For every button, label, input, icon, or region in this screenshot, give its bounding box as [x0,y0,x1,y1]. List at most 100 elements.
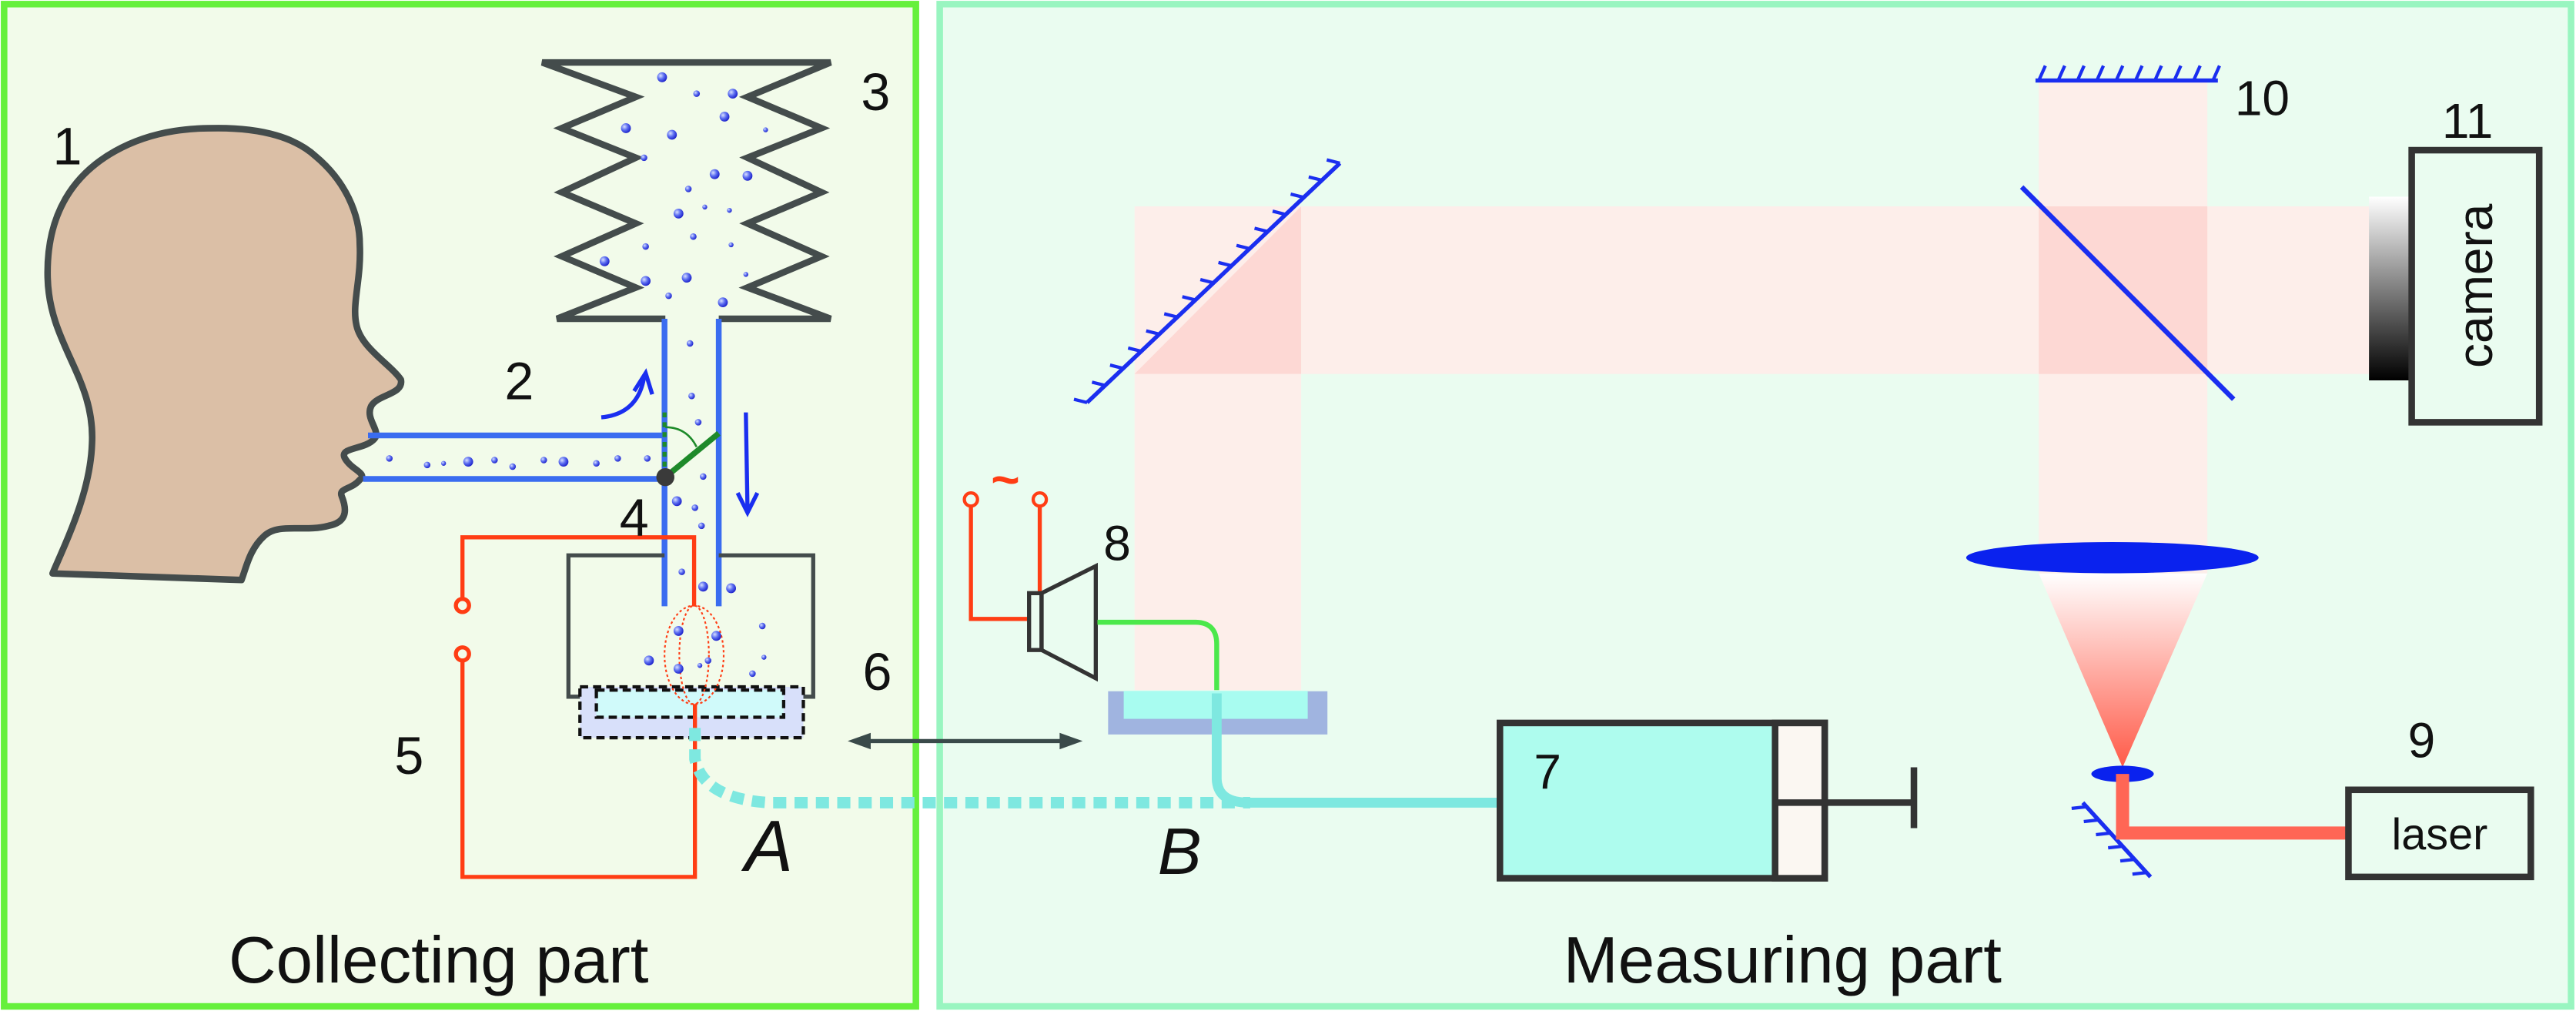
camera-label: camera [2447,203,2503,368]
hatch-mark [2119,857,2136,863]
droplet [686,340,694,347]
electric-field-inner [678,604,710,705]
droplet [694,419,702,426]
hatch-mark [2173,65,2183,82]
droplet [593,460,600,467]
flow-arrow-up-icon [601,377,647,420]
aerosol-droplets [386,72,768,678]
droplet [758,622,766,630]
hatch-mark [2037,65,2047,82]
droplet [642,243,649,250]
ac-terminal-2 [1031,491,1049,508]
camera-box [2408,146,2543,426]
laser-expansion-cone [2039,573,2208,768]
droplet [702,204,708,210]
camera-lens-gradient [2369,196,2410,381]
hatch-mark [1290,192,1305,199]
droplet [558,457,569,467]
droplet [749,670,756,678]
hatch-mark [1236,243,1250,251]
folding-mirror [1086,161,1342,404]
droplet [709,169,720,179]
hatch-mark [2192,65,2202,82]
measuring-part-title: Measuring part [1564,924,2002,997]
hatch-mark [2108,844,2123,850]
droplet [726,583,736,594]
collimating-lens [1965,541,2259,574]
droplet [673,626,684,636]
droplet [463,457,473,467]
hatch-mark [1199,278,1214,285]
flow-arrow-down-head [735,491,760,517]
droplet [673,209,684,219]
hatch-mark [1163,312,1178,319]
hatch-mark [2153,65,2163,82]
flow-arrow-down-icon [744,412,750,510]
droplet [742,170,753,181]
droplet [671,496,682,507]
droplet [690,233,697,240]
collecting-part-title: Collecting part [229,924,649,997]
steering-mirror-hatch [2071,805,2148,876]
droplet [678,568,685,575]
droplet [644,655,654,666]
arrow-head-left [848,732,871,750]
hv-circuit-bottom [460,660,698,879]
electric-field-outer [664,604,725,705]
label-1-head: 1 [53,117,82,176]
droplet [693,90,701,97]
hatch-mark [2071,805,2087,811]
droplet [691,504,698,511]
valve-angle-arc [665,426,698,448]
droplet [599,256,610,266]
droplet [743,272,749,277]
label-A: A [741,805,793,886]
droplet [728,89,738,99]
droplet [698,522,705,530]
reference-mirror-hatch [2037,65,2221,82]
arrow-head-right [1059,732,1083,750]
droplet [491,457,498,464]
droplet [719,112,730,122]
hatch-mark [1091,380,1106,387]
droplet [761,654,767,660]
ac-source-symbol: ~ [991,451,1019,507]
terminal-bottom [453,645,471,663]
hatch-mark [2083,818,2099,824]
speaker-cone [1039,562,1098,682]
steering-mirror [2081,801,2153,879]
human-head [44,125,405,584]
label-6-transfer: 6 [863,643,892,701]
droplet [684,186,692,192]
droplet [718,297,728,308]
laser-box [2345,786,2534,881]
label-4-valve: 4 [620,489,649,547]
droplet [681,273,692,283]
syringe-barrel [1497,719,1828,882]
label-7-syringe: 7 [1534,744,1561,799]
hatch-mark [2114,65,2125,82]
droplet [540,457,547,464]
droplet [614,455,621,462]
hatch-mark [2096,831,2111,837]
droplet [727,207,732,213]
hatch-mark [2095,65,2106,82]
beam-splitter [2019,185,2236,401]
droplet [509,463,517,470]
ac-wire-1 [969,506,1029,621]
flow-arrow-up-head [632,368,654,395]
droplet [688,393,695,400]
droplet [673,664,684,674]
hatch-mark [2211,65,2221,82]
droplet [440,460,447,466]
droplet [641,276,651,286]
laser-label: laser [2391,810,2487,859]
label-8-speaker: 8 [1103,516,1131,571]
droplet [665,292,672,300]
hatch-mark [1073,397,1088,404]
laser-beam [2116,774,2350,840]
label-B: B [1158,815,1202,889]
label-11-camera: 11 [2442,93,2493,149]
droplet [763,127,768,132]
label-3-bellows: 3 [861,63,890,122]
